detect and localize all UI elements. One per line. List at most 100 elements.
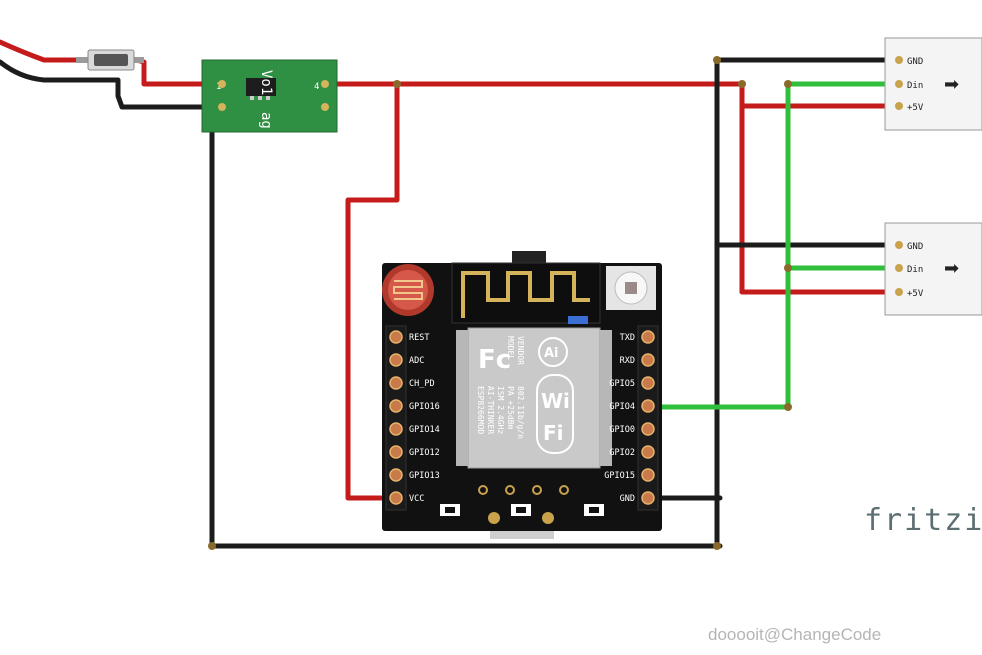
- header-strip: [385, 325, 407, 511]
- junction-dot: [784, 264, 792, 272]
- left-pin-label: REST: [409, 333, 429, 343]
- junction-dot: [208, 542, 216, 550]
- wire-vcc-red: [345, 81, 400, 501]
- mount-hole: [488, 512, 500, 524]
- module-vendor: VENDOR: [516, 336, 525, 365]
- right-pin-label: GPIO0: [609, 425, 635, 435]
- switch-lead: [76, 57, 90, 63]
- wire-vout-red-branch: [739, 81, 898, 295]
- left-pin-label: ADC: [409, 356, 424, 366]
- wire-in-black: [0, 59, 333, 110]
- slide-switch: [76, 49, 144, 71]
- junction-dot: [713, 542, 721, 550]
- led-pad: [895, 56, 903, 64]
- right-pin-gpio15: [641, 468, 655, 482]
- converter-pin: [218, 80, 226, 88]
- converter-title-2: ag: [258, 112, 274, 129]
- junction-dot: [738, 80, 746, 88]
- wire-junctions: [208, 56, 792, 550]
- smd-resistor-inner: [589, 507, 599, 513]
- wire-in-red: [0, 39, 91, 63]
- wifi-badge-text-2: Fi: [543, 421, 564, 445]
- led-pad: [895, 102, 903, 110]
- esp-module-castellation-left: [456, 330, 468, 466]
- right-pin-gpio5: [641, 376, 655, 390]
- module-spec: PA +25dBm: [506, 386, 515, 430]
- wire-data-green: [645, 81, 898, 410]
- led-strip-2: GND Din +5V ➡: [884, 222, 982, 316]
- converter-pin-out-label: 4: [314, 82, 319, 92]
- converter-chip: [246, 78, 276, 96]
- converter-pin: [321, 80, 329, 88]
- led-pad: [895, 264, 903, 272]
- left-pin-gpio12: [389, 445, 403, 459]
- led-pad: [895, 241, 903, 249]
- left-pin-label: VCC: [409, 494, 424, 504]
- smd-resistor-inner: [516, 507, 526, 513]
- direction-arrow-icon: ➡: [944, 74, 959, 95]
- right-pin-label: TXD: [620, 333, 635, 343]
- wifi-badge: [536, 374, 574, 454]
- converter-chip-pin: [250, 96, 254, 100]
- right-pin-label: GND: [620, 494, 635, 504]
- right-pin-label: RXD: [620, 356, 635, 366]
- antenna-trace: [461, 271, 590, 318]
- ai-badge-text: Ai: [544, 346, 559, 361]
- module-model: MODEL: [506, 336, 515, 360]
- junction-dot: [393, 80, 401, 88]
- right-pin-label: GPIO15: [604, 471, 635, 481]
- board-connector: [512, 251, 546, 265]
- left-pin-vcc: [389, 491, 403, 505]
- led-label-din: Din: [907, 265, 923, 275]
- module-spec: ESP8266MOD: [476, 386, 485, 434]
- ldr-sensor: [382, 264, 434, 316]
- left-pin-label: GPIO14: [409, 425, 440, 435]
- converter-chip-pin: [258, 96, 262, 100]
- led-pad: [895, 80, 903, 88]
- rgb-led: [606, 266, 656, 310]
- led-label-5v: +5V: [907, 289, 924, 299]
- left-pin-gpio14: [389, 422, 403, 436]
- left-pin-label: CH_PD: [409, 379, 435, 389]
- wire-vout-red: [322, 81, 898, 109]
- led-label-din: Din: [907, 81, 923, 91]
- right-pin-label: GPIO4: [609, 402, 635, 412]
- fritzing-logo: fritzin: [864, 503, 982, 538]
- left-pin-chpd: [389, 376, 403, 390]
- right-pin-gnd: [641, 491, 655, 505]
- usb-port: [490, 531, 554, 539]
- converter-pin: [218, 103, 226, 111]
- via: [478, 485, 488, 495]
- rgb-led-die: [625, 282, 637, 294]
- smd-led: [568, 316, 588, 324]
- voltage-converter-module: Vo1 ag 1 4: [201, 59, 338, 133]
- module-spec: AI-THINKER: [486, 386, 495, 434]
- switch-lead: [132, 57, 144, 63]
- led-label-gnd: GND: [907, 57, 923, 67]
- via: [532, 485, 542, 495]
- left-pin-gpio13: [389, 468, 403, 482]
- ai-badge: [538, 337, 568, 367]
- via: [505, 485, 515, 495]
- switch-actuator: [94, 54, 128, 66]
- right-pin-gpio4: [641, 399, 655, 413]
- led-pad: [895, 288, 903, 296]
- via: [559, 485, 569, 495]
- converter-pin-in-label: 1: [216, 82, 221, 92]
- smd-resistor-inner: [445, 507, 455, 513]
- led-strip-1: GND Din +5V ➡: [884, 37, 982, 131]
- led-label-gnd: GND: [907, 242, 923, 252]
- wifi-badge-text-1: Wi: [541, 389, 570, 413]
- converter-title-1: Vo1: [258, 70, 274, 95]
- left-pin-label: GPIO13: [409, 471, 440, 481]
- right-pin-rxd: [641, 353, 655, 367]
- junction-dot: [713, 56, 721, 64]
- direction-arrow-icon: ➡: [944, 258, 959, 279]
- led-strip-body: [884, 222, 982, 316]
- ldr-track: [393, 280, 423, 300]
- right-pin-txd: [641, 330, 655, 344]
- right-pin-gpio2: [641, 445, 655, 459]
- mount-hole: [542, 512, 554, 524]
